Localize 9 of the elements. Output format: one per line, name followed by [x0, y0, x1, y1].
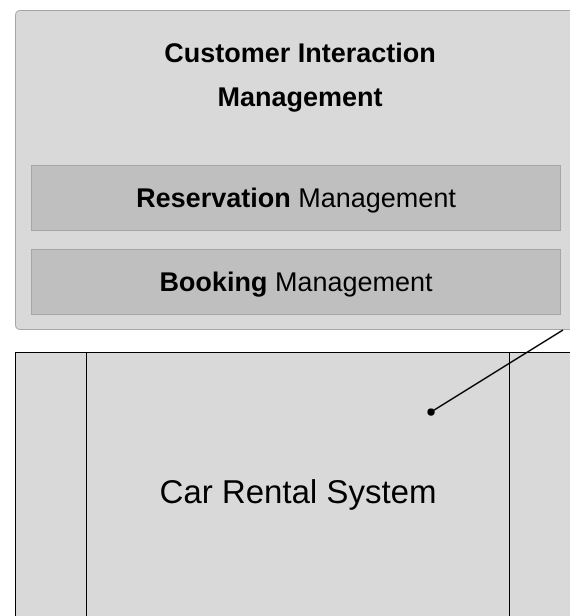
module-label: Booking Management	[159, 266, 433, 298]
module-box	[31, 249, 561, 315]
module-label: Reservation Management	[136, 182, 456, 214]
leader-line	[427, 329, 564, 416]
system-label: Car Rental System	[160, 473, 436, 511]
panel-heading: Customer Interaction Management	[163, 37, 437, 114]
group-panel	[15, 10, 570, 330]
module-box	[31, 165, 561, 231]
system-box	[15, 352, 570, 616]
